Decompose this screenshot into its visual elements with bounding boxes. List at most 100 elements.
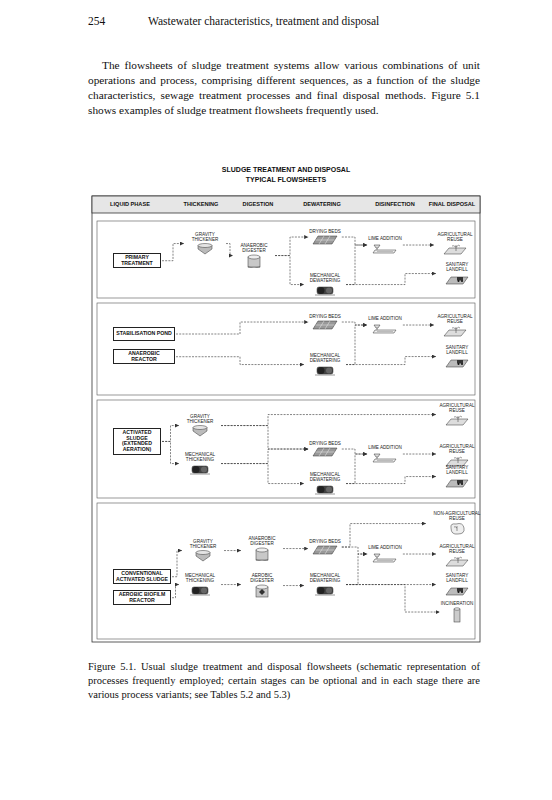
shape-circle [193, 587, 200, 594]
shape-circle [326, 588, 332, 594]
shape-ellipse [454, 608, 460, 610]
column-header: DISINFECTION [364, 201, 426, 207]
process-icon [445, 414, 469, 426]
flow-connector [221, 415, 436, 426]
box-label: STABILISATION POND [116, 331, 171, 337]
flow-connector [342, 449, 367, 454]
shape-path [377, 251, 393, 252]
process-icon [255, 584, 269, 598]
shape-circle [458, 591, 460, 593]
shape-path [315, 595, 335, 596]
shape-path [454, 526, 457, 531]
shape-path [454, 457, 462, 463]
process-icon [445, 584, 469, 596]
shape-circle [318, 287, 325, 294]
unit-process: SANITARY LANDFILL [437, 345, 477, 368]
process-label: AGRICULTURAL REUSE [435, 314, 475, 324]
shape-path [376, 557, 377, 559]
shape-path [454, 557, 462, 563]
flow-connector [342, 237, 367, 245]
process-icon [312, 545, 338, 555]
unit-process: LIME ADDITION [368, 545, 402, 563]
unit-process: AGRICULTURAL REUSE [435, 232, 475, 255]
process-label: GRAVITY THICKENER [180, 414, 220, 424]
process-label: ANAEROBIC DIGESTER [242, 536, 282, 546]
shape-path [315, 494, 335, 495]
flow-connector [346, 325, 367, 365]
shape-path [377, 460, 393, 461]
unit-process: LIME ADDITION [368, 316, 402, 334]
flow-connector [162, 441, 179, 463]
box-label: PRIMARY TREATMENT [116, 255, 158, 266]
shape-path [377, 560, 393, 561]
process-icon [445, 356, 469, 368]
flow-connector [342, 547, 367, 554]
shape-path [444, 248, 466, 254]
process-icon [448, 522, 466, 536]
unit-process: MECHANICAL THICKENING [180, 573, 220, 596]
unit-process: MECHANICAL DEWATERING [305, 472, 345, 495]
process-label: SANITARY LANDFILL [437, 345, 477, 355]
liquid-phase-box: CONVENTIONAL ACTIVATED SLUDGE [113, 569, 171, 584]
shape-circle [458, 483, 460, 485]
flow-connector [346, 274, 436, 285]
shape-rect [317, 486, 333, 493]
shape-path [446, 277, 468, 284]
shape-rect [457, 480, 463, 484]
process-label: MECHANICAL DEWATERING [305, 573, 345, 583]
shape-path [377, 331, 393, 332]
column-header: DEWATERING [294, 201, 350, 207]
process-icon [372, 242, 398, 254]
unit-process: ANAEROBIC DIGESTER [234, 243, 274, 268]
flow-connector [346, 454, 367, 484]
shape-path [446, 560, 468, 566]
shape-path [451, 524, 464, 535]
liquid-phase-box: STABILISATION POND [113, 327, 175, 341]
shape-path [376, 457, 377, 459]
shape-path [259, 589, 265, 595]
shape-rect [317, 367, 333, 374]
process-label: AGRICULTURAL REUSE [437, 444, 477, 454]
flow-connector [221, 584, 241, 585]
process-label: GRAVITY THICKENER [183, 539, 223, 549]
flow-connector [342, 524, 426, 547]
shape-rect [97, 503, 475, 639]
shape-path [313, 546, 337, 554]
shape-circle [458, 363, 460, 365]
shape-ellipse [248, 255, 260, 259]
process-label: MECHANICAL THICKENING [180, 573, 220, 583]
unit-process: SANITARY LANDFILL [437, 262, 477, 285]
shape-path [446, 419, 468, 425]
flow-connector [224, 550, 241, 551]
flow-connector [221, 426, 308, 449]
process-icon [445, 476, 469, 488]
unit-process: SANITARY LANDFILL [437, 573, 477, 596]
shape-rect [457, 588, 463, 592]
shape-path [373, 250, 396, 253]
process-icon [197, 243, 213, 255]
shape-path [376, 328, 377, 330]
shape-path [248, 267, 260, 268]
shape-path [313, 448, 337, 456]
shape-ellipse [256, 585, 268, 589]
shape-path [446, 480, 468, 487]
paragraph: The flowsheets of sludge treatment syste… [88, 58, 480, 118]
shape-circle [461, 591, 463, 593]
shape-rect [92, 196, 480, 213]
process-icon [372, 322, 398, 334]
running-header: 254 [88, 15, 128, 27]
process-icon [443, 243, 467, 255]
process-label: AGRICULTURAL REUSE [435, 232, 475, 242]
shape-path [374, 454, 380, 457]
shape-circle [326, 368, 332, 374]
process-icon [189, 584, 211, 596]
shape-path [373, 330, 396, 333]
running-header: Wastewater characteristics, treatment an… [148, 15, 448, 27]
process-label: AGRICULTURAL REUSE [437, 403, 477, 413]
liquid-phase-box: ACTIVATED SLUDGE (EXTENDED AERATION) [113, 428, 161, 455]
shape-circle [318, 486, 325, 493]
shape-circle [318, 587, 325, 594]
flow-connector [162, 244, 184, 261]
shape-path [256, 560, 268, 561]
